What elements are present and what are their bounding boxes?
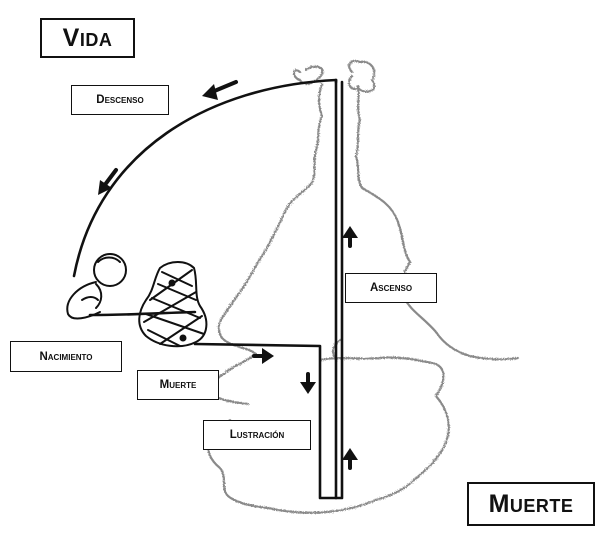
- descenso-label: Descenso: [71, 85, 169, 115]
- infant-figure: [66, 253, 127, 320]
- arrow-icon-ascent-upper: [342, 226, 358, 248]
- wrapped-bundle-figure: [138, 261, 208, 348]
- arrow-icon-lustration-down: [300, 372, 316, 394]
- descent-arc: [72, 78, 338, 278]
- ascent-channel: [193, 78, 338, 500]
- vertical-column: [334, 78, 344, 500]
- birth-line: [88, 310, 197, 317]
- arrow-icon: [98, 80, 358, 470]
- arrow-icon-descent-left: [98, 168, 118, 195]
- muerte-label: Muerte: [467, 482, 595, 526]
- vida-label: Vida: [40, 18, 135, 58]
- arrow-icon-death-right: [252, 348, 274, 364]
- lustracion-label: Lustración: [203, 420, 311, 450]
- arrow-icon-ascent-lower: [342, 448, 358, 470]
- ascenso-label: Ascenso: [345, 273, 437, 303]
- arrow-icon-descent-top: [202, 80, 238, 100]
- nacimiento-label: Nacimiento: [10, 341, 122, 372]
- cycle-path: [72, 78, 344, 500]
- muerte-small-label: Muerte: [137, 370, 219, 400]
